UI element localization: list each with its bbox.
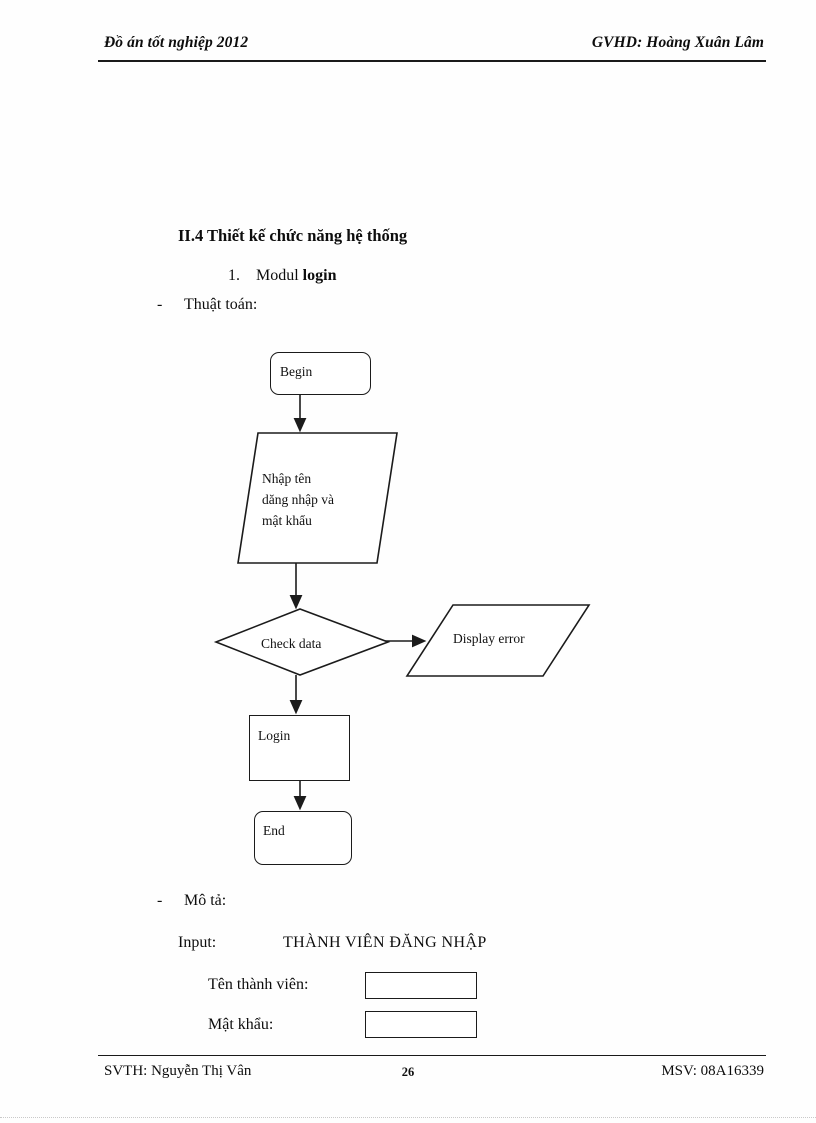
field-input-password[interactable] (365, 1011, 477, 1038)
field-label-password: Mật khẩu: (208, 1016, 274, 1033)
input-label: Input: (178, 934, 217, 951)
page-number: 26 (401, 1065, 415, 1079)
section-title: II.4 Thiết kế chức năng hệ thống (178, 226, 408, 245)
header-right-text: GVHD: Hoàng Xuân Lâm (591, 34, 764, 51)
footer-divider (98, 1055, 766, 1056)
flow-node-input (237, 432, 398, 564)
thuat-toan-label: Thuật toán: (184, 296, 258, 313)
sub-item-modul-login: 1. Modul login (228, 267, 336, 285)
flow-node-end (254, 811, 352, 865)
input-value: THÀNH VIÊN ĐĂNG NHẬP (283, 934, 487, 951)
flow-node-check-label: Check data (261, 636, 322, 651)
bullet-dash-icon-2: - (157, 892, 163, 909)
sub-item-emphasis: login (302, 267, 337, 284)
flow-node-end-label: End (263, 823, 285, 838)
flow-node-login-label: Login (258, 728, 291, 743)
flow-node-error (405, 604, 591, 677)
flow-node-input-label: Nhập tên dăng nhập và mật khẩu (262, 471, 334, 528)
flow-node-begin (270, 352, 371, 395)
header-divider (98, 60, 766, 62)
field-label-username: Tên thành viên: (208, 976, 309, 993)
header-left-text: Đồ án tốt nghiệp 2012 (104, 34, 249, 51)
sub-item-text: Modul (256, 267, 303, 284)
page-bottom-edge (0, 1117, 816, 1118)
sub-item-number: 1. (228, 267, 240, 284)
flow-node-check (213, 608, 391, 676)
bullet-dash-icon: - (157, 296, 163, 313)
flow-node-login (249, 715, 350, 781)
footer-right-text: MSV: 08A16339 (661, 1063, 764, 1079)
flow-node-begin-label: Begin (280, 364, 313, 379)
mo-ta-label: Mô tả: (184, 892, 227, 909)
footer-left-text: SVTH: Nguyễn Thị Vân (104, 1063, 252, 1079)
flow-node-error-label: Display error (453, 631, 525, 646)
field-input-username[interactable] (365, 972, 477, 999)
